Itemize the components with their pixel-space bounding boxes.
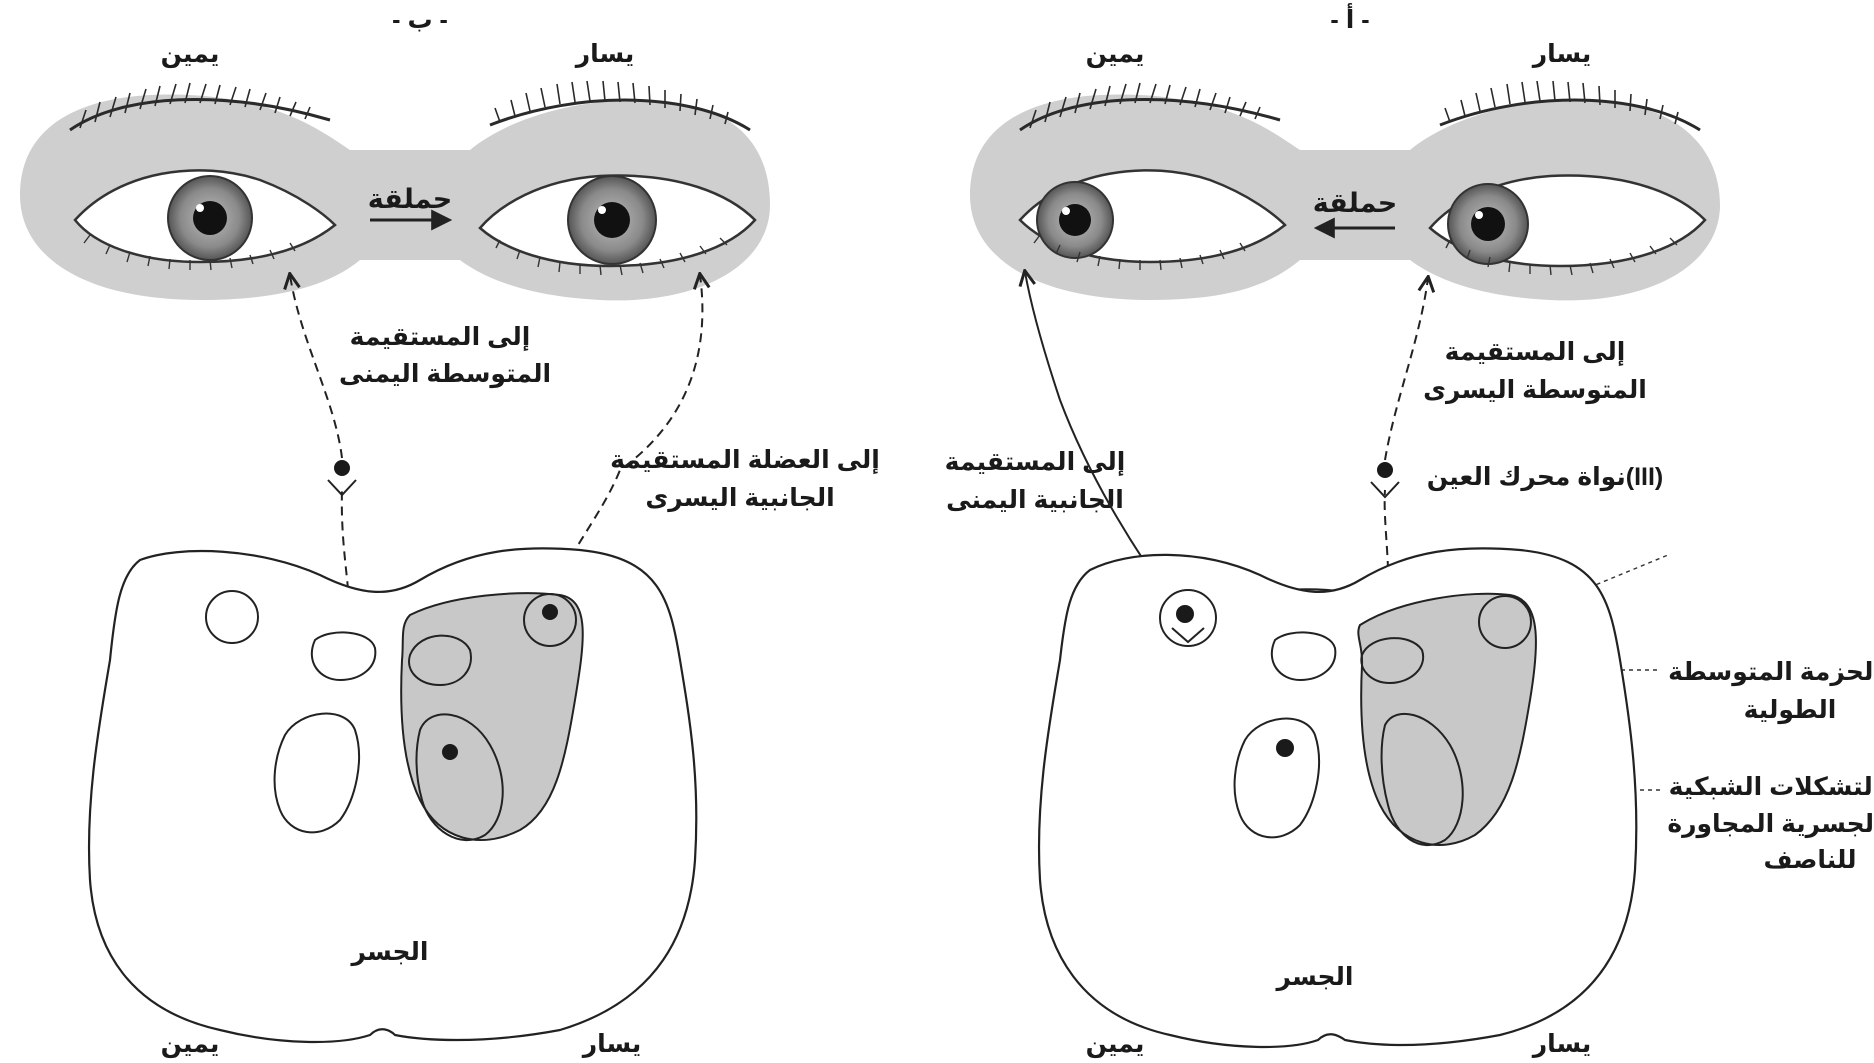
panel-a-lr-label-2: الجانبية اليمنى bbox=[946, 486, 1124, 514]
panel-b-mlf-left bbox=[408, 634, 472, 687]
panel-b-mr-label-2: المتوسطة اليمنى bbox=[339, 360, 551, 389]
panel-b-title: - ب - bbox=[392, 6, 448, 34]
panel-b-mr-label-1: إلى المستقيمة bbox=[350, 323, 531, 351]
panel-b-nucleus-small bbox=[205, 590, 259, 644]
panel-b-bottom-left-label: يسار bbox=[581, 1030, 642, 1058]
panel-a-nucleus-label: نواة محرك العين(III) bbox=[1427, 463, 1664, 492]
panel-b-path-to-right-mr bbox=[290, 275, 343, 459]
panel-b-right-eye bbox=[73, 169, 337, 271]
panel-a-pprf-label-3: للناصف bbox=[1763, 846, 1856, 874]
panel-a-mlf-right bbox=[1270, 631, 1337, 682]
panel-a-bottom-left-label: يسار bbox=[1531, 1030, 1592, 1058]
panel-a-eyebrow-right bbox=[1019, 82, 1281, 132]
panel-b-eyebrow-left bbox=[489, 80, 751, 132]
panel-a-title: - أ - bbox=[1330, 3, 1369, 34]
panel-a-mr-label-1: إلى المستقيمة bbox=[1445, 338, 1626, 366]
panel-b-synapse-icon bbox=[327, 479, 357, 497]
panel-b-oculomotor-region bbox=[310, 631, 377, 682]
panel-a-mlf-label-2: الطولية bbox=[1744, 696, 1837, 725]
panel-a-pprf-label-1: التشكلات الشبكية bbox=[1669, 773, 1874, 801]
panel-a-mr-label-2: المتوسطة اليسرى bbox=[1423, 376, 1647, 405]
panel-a-shaded-region bbox=[1357, 592, 1537, 846]
panel-a-left-pupil bbox=[1471, 207, 1505, 241]
panel-a: - أ - يمين يسار bbox=[945, 3, 1874, 1059]
panel-a-abducens-nucleus bbox=[1478, 595, 1532, 649]
panel-b-pprf-right bbox=[273, 712, 361, 834]
panel-a-pprf-label-2: الجسرية المجاورة bbox=[1667, 810, 1874, 839]
panel-a-eye-right-label: يمين bbox=[1086, 40, 1145, 69]
panel-b-pons: الجسر bbox=[87, 547, 698, 1044]
panel-b-gaze-label: حملقة bbox=[368, 184, 452, 214]
panel-a-right-eye bbox=[1018, 169, 1287, 271]
panel-b-eye-left-label: يسار bbox=[574, 40, 635, 68]
panel-a-bottom-right-label: يمين bbox=[1086, 1030, 1145, 1059]
panel-b-abducens-nucleus bbox=[523, 593, 577, 647]
panel-a-pprf-left bbox=[1380, 712, 1464, 846]
panel-b-bottom-right-label: يمين bbox=[161, 1030, 220, 1059]
panel-a-right-abducens-nucleus bbox=[1159, 589, 1217, 647]
panel-a-mlf-left bbox=[1360, 637, 1425, 685]
panel-b-pprf-neuron bbox=[442, 744, 458, 760]
panel-b-left-eye bbox=[478, 174, 757, 276]
panel-a-eyebrow-left bbox=[1439, 80, 1701, 132]
panel-b: - ب - يمين يسار bbox=[20, 6, 880, 1059]
panel-a-path-to-left-mr bbox=[1384, 278, 1428, 461]
panel-a-pprf-neuron bbox=[1276, 739, 1294, 757]
panel-b-lr-label-1: إلى العضلة المستقيمة bbox=[610, 446, 880, 474]
panel-b-lr-label-2: الجانبية اليسرى bbox=[645, 484, 834, 513]
panel-a-gaze-label: حملقة bbox=[1313, 188, 1397, 218]
panel-b-eyes: حملقة bbox=[20, 80, 770, 301]
panel-b-pons-label: الجسر bbox=[350, 938, 429, 967]
panel-a-synapse-icon bbox=[1370, 481, 1400, 499]
panel-a-pprf-right bbox=[1233, 717, 1321, 839]
panel-b-eyebrow-right bbox=[69, 82, 331, 132]
panel-a-lr-label-1: إلى المستقيمة bbox=[945, 448, 1126, 476]
panel-b-oculomotor-neuron bbox=[334, 460, 350, 476]
panel-a-pons-label: الجسر bbox=[1275, 963, 1354, 992]
panel-b-eye-right-label: يمين bbox=[161, 40, 220, 69]
panel-b-pprf-left bbox=[415, 713, 504, 841]
panel-b-path-to-left-lr bbox=[547, 275, 702, 613]
panel-a-eye-left-label: يسار bbox=[1531, 40, 1592, 68]
panel-a-left-eye bbox=[1428, 174, 1707, 276]
panel-a-oculomotor-neuron bbox=[1377, 462, 1393, 478]
panel-a-eyes: حملقة bbox=[970, 80, 1720, 301]
panel-a-pons: الجسر bbox=[1037, 547, 1638, 1049]
panel-a-mlf-label-1: الحزمة المتوسطة bbox=[1668, 658, 1874, 687]
